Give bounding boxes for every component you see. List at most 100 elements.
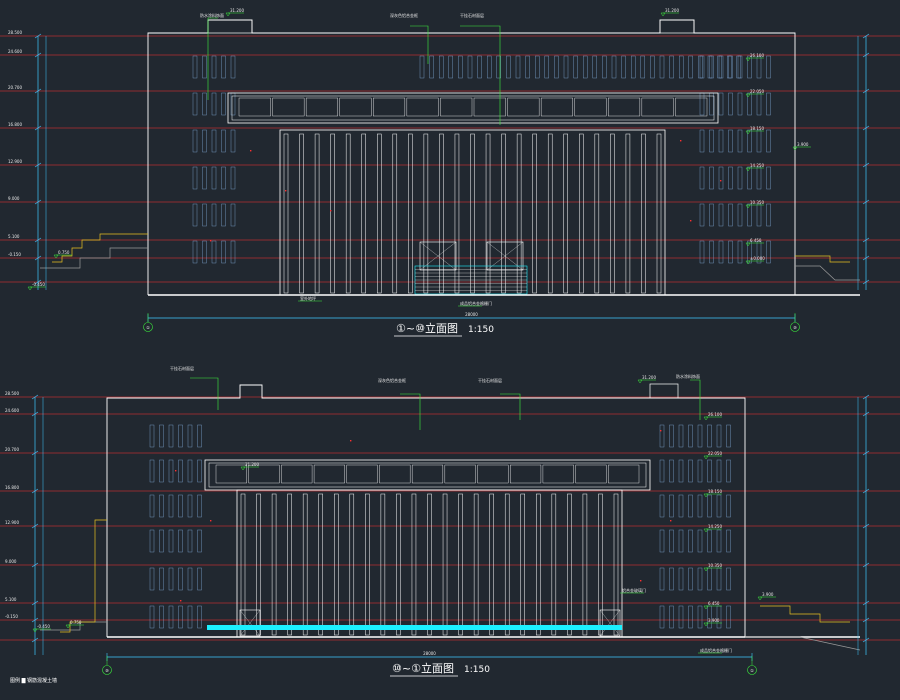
axis-bubble — [102, 665, 112, 675]
facade-window — [716, 529, 722, 553]
level-value: 14.250 — [708, 524, 722, 529]
level-value: 26.100 — [750, 53, 764, 58]
facade-window — [439, 55, 444, 79]
dimension-tick — [862, 411, 870, 417]
facade-window — [688, 529, 693, 553]
dimension-tick — [862, 600, 870, 606]
curtain-fin — [256, 493, 261, 636]
dimension-tick — [34, 237, 42, 243]
level-left-text: 5.100 — [8, 234, 20, 239]
site-stair-step — [760, 605, 850, 623]
facade-window — [747, 129, 752, 153]
site-stair-profile — [40, 247, 148, 269]
facade-window — [602, 55, 607, 79]
dimension-tick — [31, 617, 39, 623]
facade-window — [718, 92, 724, 116]
facade-window — [728, 166, 733, 190]
facade-window — [159, 459, 164, 483]
red-mark — [210, 520, 212, 522]
canopy-panel — [507, 97, 540, 117]
level-value: 18.150 — [750, 126, 764, 131]
dimension-tick — [34, 162, 42, 168]
canopy-panel — [473, 97, 506, 117]
dimension-tick — [31, 562, 39, 568]
red-mark — [210, 240, 212, 242]
facade-window — [149, 529, 155, 553]
red-mark — [180, 600, 182, 602]
facade-window — [737, 166, 743, 190]
level-marker: 6.450 — [745, 238, 764, 247]
canopy-panel — [444, 464, 476, 484]
facade-window — [688, 494, 693, 518]
facade-window — [563, 55, 569, 79]
bottom-label: 成品铝合金格栅门 — [700, 647, 732, 653]
facade-window — [192, 129, 198, 153]
facade-window — [678, 424, 684, 448]
annotation-text: 深灰色铝合金框 — [378, 377, 406, 383]
facade-window — [737, 240, 743, 264]
red-mark — [175, 470, 177, 472]
facade-window — [506, 55, 511, 79]
curtain-fin — [625, 133, 631, 294]
level-value: -0.450 — [32, 282, 45, 287]
curtain-fin — [442, 493, 448, 636]
facade-window — [756, 240, 762, 264]
overall-dimension-text: 28000 — [465, 312, 478, 317]
dimension-tick — [862, 617, 870, 623]
annotation-leader — [410, 25, 429, 64]
facade-window — [659, 55, 665, 79]
canopy-panel — [313, 464, 345, 484]
curtain-fin — [547, 133, 553, 294]
facade-window — [487, 55, 492, 79]
facade-window — [736, 55, 741, 79]
dimension-tick — [31, 411, 39, 417]
facade-window — [669, 605, 674, 629]
facade-window — [716, 494, 722, 518]
annotation-text: 干挂石材面层 — [478, 377, 502, 383]
facade-window — [192, 92, 198, 116]
facade-window — [697, 567, 703, 591]
level-value: 31.200 — [665, 8, 679, 13]
curtain-fin — [594, 133, 600, 294]
facade-window — [756, 55, 762, 79]
facade-window — [707, 529, 712, 553]
annotation-leader — [400, 393, 421, 430]
level-marker: -0.450 — [32, 624, 51, 633]
site-stair-step — [795, 255, 850, 263]
entrance-door — [599, 609, 621, 637]
facade-window — [187, 529, 193, 553]
canopy-frame-inner — [231, 95, 715, 121]
facade-window — [688, 567, 693, 591]
curtain-fin — [283, 133, 289, 294]
facade-window — [747, 55, 752, 79]
red-mark — [285, 190, 287, 192]
facade-window — [221, 240, 226, 264]
canopy-panel — [379, 464, 411, 484]
facade-window — [592, 55, 597, 79]
level-marker: 18.150 — [703, 489, 722, 498]
canopy-frame — [227, 92, 719, 124]
facade-window — [187, 494, 193, 518]
roof-parapet — [649, 383, 679, 399]
facade-window — [178, 424, 183, 448]
facade-window — [149, 567, 155, 591]
facade-window — [211, 55, 217, 79]
curtain-fin — [610, 133, 615, 294]
curtain-fin — [302, 493, 308, 636]
curtain-fin — [271, 493, 277, 636]
facade-window — [178, 494, 183, 518]
roof-parapet — [659, 19, 695, 34]
canopy-panel — [542, 464, 574, 484]
facade-window — [429, 55, 434, 79]
facade-window — [728, 129, 733, 153]
canopy-panel — [608, 97, 641, 117]
facade-window — [718, 129, 724, 153]
facade-window — [699, 203, 705, 227]
canopy-panel — [346, 464, 378, 484]
facade-window — [202, 203, 207, 227]
facade-window — [709, 203, 714, 227]
level-marker: 0.750 — [53, 250, 72, 259]
level-value: 31.200 — [642, 375, 656, 380]
dimension-tick — [31, 600, 39, 606]
site-stair-step — [60, 519, 107, 633]
